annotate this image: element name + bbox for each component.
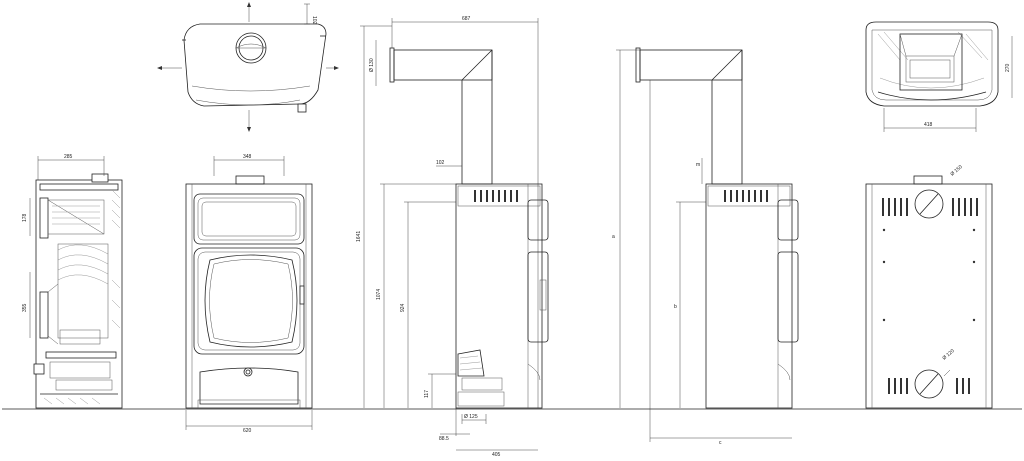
- front-view: 348 620: [185, 154, 313, 434]
- back-vent-bottom: [888, 378, 970, 394]
- label-c: c: [719, 440, 722, 446]
- label-m: m: [696, 162, 700, 168]
- dim-front-width: 620: [243, 428, 252, 434]
- dim-side-h3: 117: [424, 390, 430, 398]
- dim-section-h2: 355: [22, 303, 28, 312]
- dim-plan-width: 418: [924, 122, 933, 128]
- dim-side-foot: 88.5: [439, 436, 449, 442]
- plan-section: 270 418: [865, 21, 1013, 132]
- dim-back-bottom-diam: Ø 120: [941, 348, 955, 361]
- dim-side-offset: 102: [436, 160, 445, 166]
- dim-side-h2: 924: [400, 303, 406, 312]
- side-view-b: a b m c: [612, 47, 799, 446]
- dim-section-width: 285: [64, 154, 73, 160]
- dim-back-top-diam: Ø 150: [949, 164, 963, 177]
- dim-plan-depth: 270: [1005, 63, 1011, 72]
- side-view-a: 687 Ø 130 102 1641 1074 924 117 Ø 125 88…: [356, 16, 549, 458]
- dim-top-offset: 102: [311, 16, 317, 25]
- louvre-slots: [724, 190, 768, 202]
- dim-side-h1: 1074: [376, 289, 382, 300]
- top-view: 102: [157, 2, 339, 132]
- label-a: a: [612, 234, 615, 240]
- label-b: b: [674, 304, 677, 310]
- dim-section-h1: 178: [22, 213, 28, 222]
- dim-side-total: 1641: [356, 231, 362, 242]
- dim-front-top: 348: [243, 154, 252, 160]
- back-view: Ø 150 Ø 120: [865, 164, 993, 409]
- section-view: 285 178 355: [22, 154, 123, 409]
- back-vent-top: [882, 198, 978, 216]
- dim-side-width: 687: [462, 16, 471, 22]
- louvre-slots: [474, 190, 518, 202]
- dim-side-base-diam: Ø 125: [464, 414, 478, 420]
- dim-side-depth: 405: [492, 452, 501, 458]
- dim-side-flue-diam: Ø 130: [369, 58, 375, 72]
